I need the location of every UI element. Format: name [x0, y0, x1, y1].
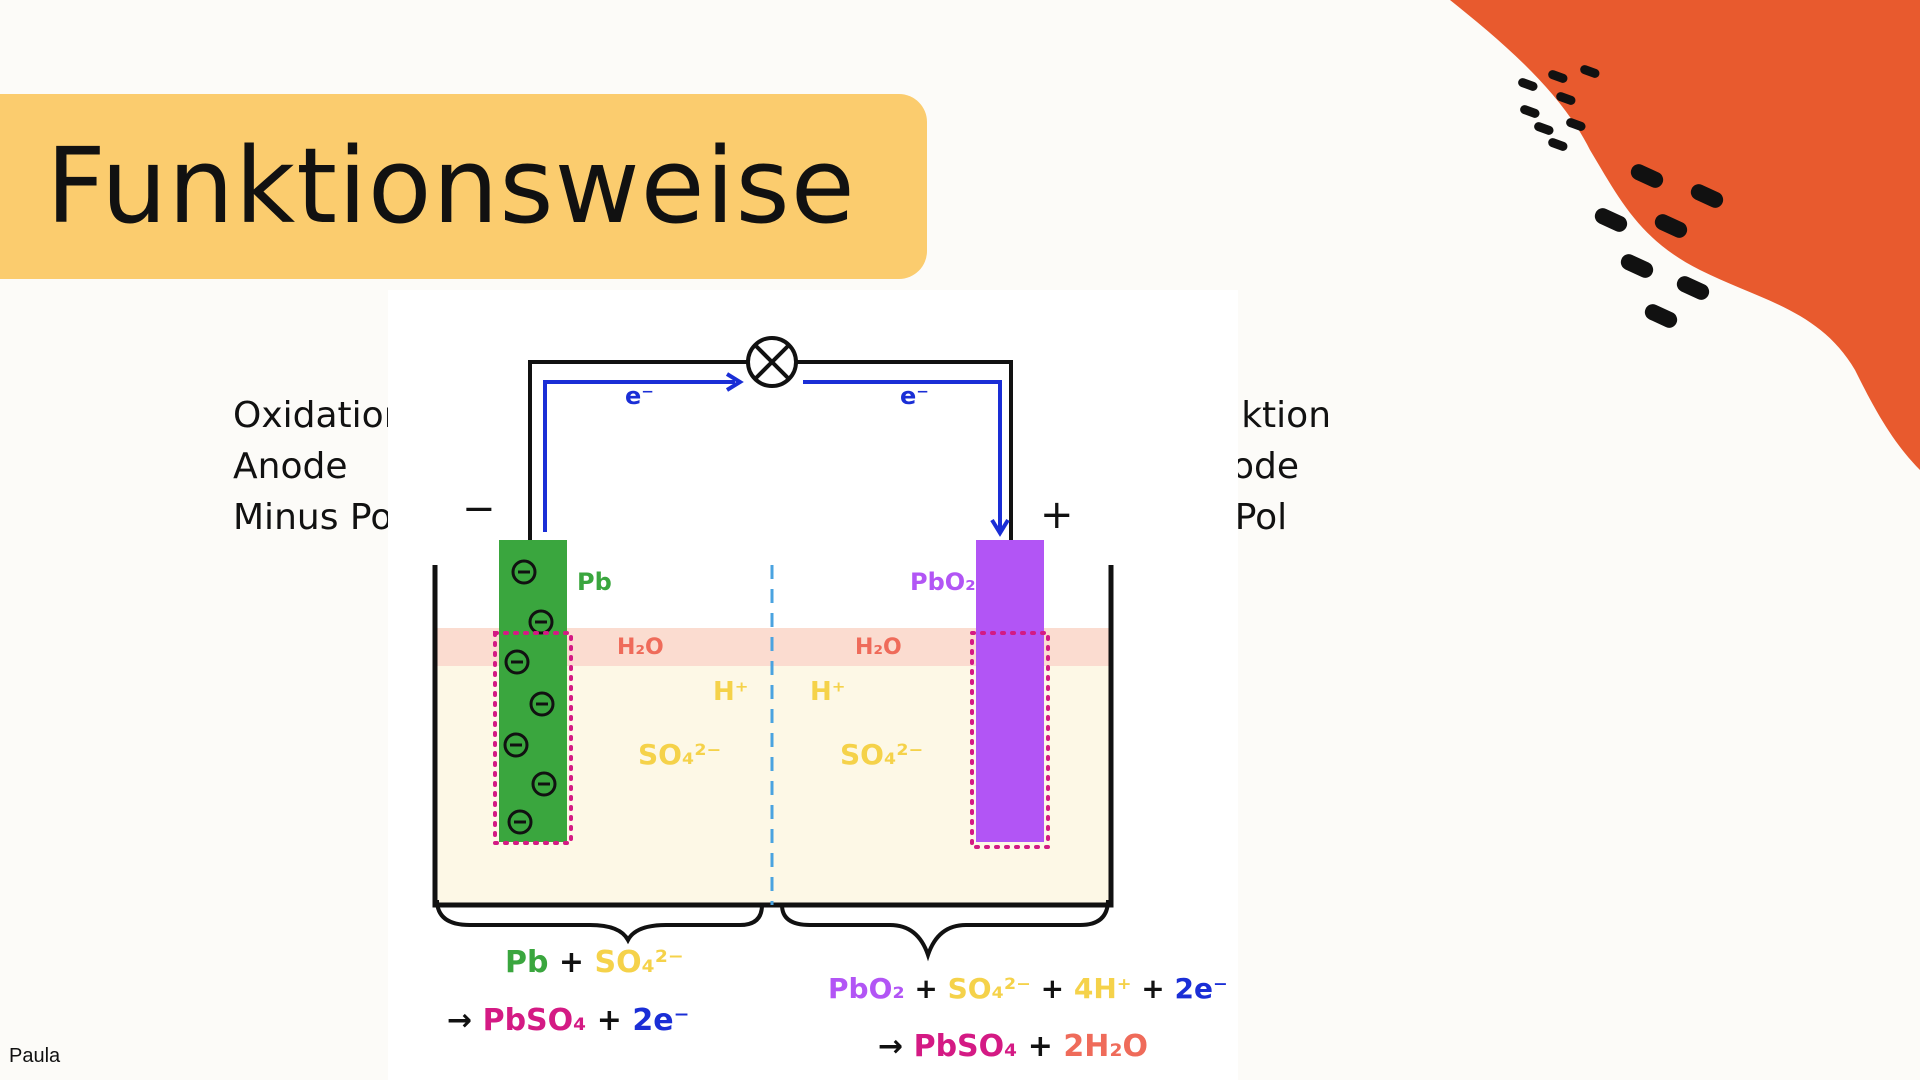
dash-pattern: [1518, 65, 1724, 328]
eq-plus: +: [586, 1003, 632, 1038]
anode-equation-line2: → PbSO₄ + 2e⁻: [447, 1003, 689, 1038]
eq-electrons: 2e⁻: [632, 1003, 689, 1038]
eq-sulfate: SO₄²⁻: [595, 945, 684, 980]
eq-plus: +: [905, 972, 948, 1005]
sulfate-label-left: SO₄²⁻: [638, 738, 721, 771]
anode-brace: [435, 899, 764, 945]
eq-plus: +: [1132, 972, 1175, 1005]
cathode-material-label: PbO₂: [910, 568, 976, 596]
electron-flow-left: [543, 380, 735, 532]
electron-label-right: e⁻: [900, 382, 929, 410]
eq-sulfate: SO₄²⁻: [948, 972, 1031, 1005]
eq-pbso4: PbSO₄: [483, 1003, 587, 1038]
eq-plus: +: [548, 945, 594, 980]
eq-pb: Pb: [505, 945, 548, 980]
electron-label-left: e⁻: [625, 382, 654, 410]
eq-arrow: →: [447, 1003, 483, 1038]
electron-flow-right: [803, 380, 1002, 530]
cathode-electrode: [976, 540, 1044, 842]
page-title: Funktionsweise: [46, 125, 856, 247]
title-banner: [0, 94, 927, 279]
cathode-equation-line2: → PbSO₄ + 2H₂O: [878, 1029, 1148, 1064]
author-name: Paula: [9, 1045, 61, 1067]
minus-sign: −: [462, 486, 496, 532]
eq-water: 2H₂O: [1063, 1029, 1148, 1064]
anode-material-label: Pb: [577, 568, 612, 596]
sulfate-label-right: SO₄²⁻: [840, 738, 923, 771]
cathode-equation-line1: PbO₂ + SO₄²⁻ + 4H⁺ + 2e⁻: [828, 972, 1228, 1005]
electron-arrow-down: [990, 518, 1010, 537]
anode-labels: Oxidation Anode Minus Pol: [233, 390, 407, 543]
circuit-wire: [528, 360, 1013, 540]
eq-pbso4: PbSO₄: [914, 1029, 1018, 1064]
eq-plus: +: [1031, 972, 1074, 1005]
water-label-left: H₂O: [617, 635, 664, 660]
proton-label-right: H⁺: [810, 677, 845, 707]
eq-plus: +: [1017, 1029, 1063, 1064]
cathode-brace: [780, 899, 1110, 962]
eq-protons: 4H⁺: [1074, 972, 1132, 1005]
lamp-icon: [746, 336, 798, 388]
eq-arrow: →: [878, 1029, 914, 1064]
label-anode: Anode: [233, 446, 348, 487]
label-minus-pol: Minus Pol: [233, 497, 403, 538]
anode-electrons: [503, 559, 557, 835]
cathode-sulfate-layer: [970, 631, 1050, 849]
eq-electrons: 2e⁻: [1175, 972, 1228, 1005]
anode-electrode: [499, 540, 567, 842]
proton-label-left: H⁺: [713, 677, 748, 707]
anode-sulfate-layer: [493, 631, 573, 845]
electron-arrow-left: [725, 372, 744, 392]
anode-equation-line1: Pb + SO₄²⁻: [505, 945, 684, 980]
label-oxidation: Oxidation: [233, 395, 407, 436]
water-label-right: H₂O: [855, 635, 902, 660]
plus-sign: +: [1040, 492, 1074, 538]
eq-pbo2: PbO₂: [828, 972, 905, 1005]
